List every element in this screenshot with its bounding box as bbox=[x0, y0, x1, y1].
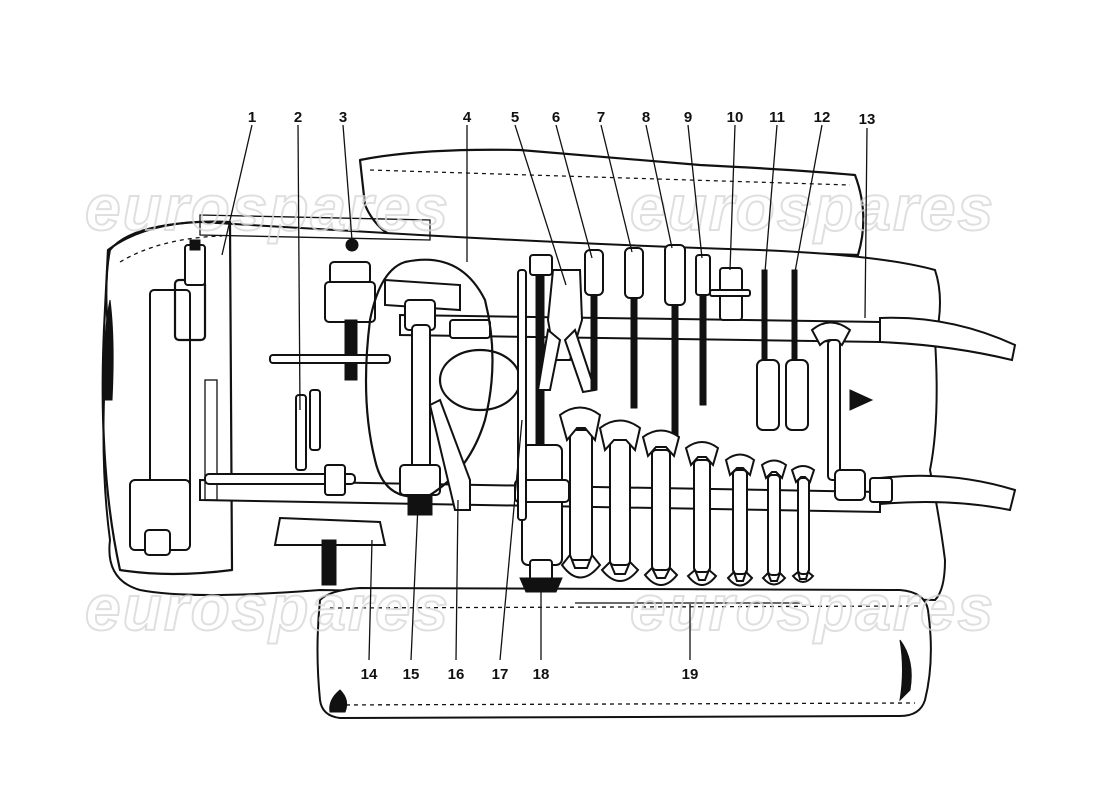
spanner-2 bbox=[598, 419, 642, 582]
callout-11: 11 bbox=[769, 109, 785, 126]
callout-3: 3 bbox=[339, 109, 347, 126]
spanner-7 bbox=[790, 465, 816, 583]
callout-5: 5 bbox=[511, 109, 519, 126]
leader-6 bbox=[555, 124, 593, 259]
spanner-6 bbox=[760, 459, 788, 586]
spanner-3 bbox=[641, 429, 681, 586]
callout-12: 12 bbox=[814, 109, 831, 126]
wheel-brace bbox=[810, 321, 874, 501]
spanner-5 bbox=[724, 453, 756, 587]
watermark-text-bottom-right: eurospares bbox=[630, 572, 995, 644]
leader-13 bbox=[864, 127, 868, 319]
extension-rod bbox=[517, 269, 527, 521]
callout-9: 9 bbox=[684, 109, 692, 126]
callout-labels: 1 2 3 4 5 6 7 8 9 10 11 12 13 14 15 16 1… bbox=[248, 109, 876, 683]
leader-7 bbox=[600, 124, 633, 253]
callout-18: 18 bbox=[533, 666, 550, 683]
pliers bbox=[536, 269, 597, 394]
callout-6: 6 bbox=[552, 109, 560, 126]
callout-8: 8 bbox=[642, 109, 650, 126]
probe-tool bbox=[695, 254, 711, 406]
watermark-text-top-left: eurospares bbox=[85, 172, 450, 244]
callout-13: 13 bbox=[859, 111, 876, 128]
callout-10: 10 bbox=[727, 109, 744, 126]
callout-19: 19 bbox=[682, 666, 699, 683]
leader-2 bbox=[297, 124, 301, 411]
leader-1 bbox=[221, 124, 253, 256]
callout-17: 17 bbox=[492, 666, 509, 683]
callout-16: 16 bbox=[448, 666, 465, 683]
leader-15 bbox=[410, 504, 419, 661]
callout-15: 15 bbox=[403, 666, 420, 683]
callout-14: 14 bbox=[361, 666, 378, 683]
hub-tool bbox=[204, 464, 387, 586]
small-screwdrivers bbox=[756, 269, 809, 431]
car-jack bbox=[129, 239, 218, 556]
tyre-lever bbox=[428, 398, 471, 511]
callout-7: 7 bbox=[597, 109, 605, 126]
spanner-1 bbox=[558, 406, 602, 579]
leader-3 bbox=[342, 124, 353, 241]
callout-4: 4 bbox=[463, 109, 472, 126]
leader-12 bbox=[794, 124, 823, 273]
leader-14 bbox=[368, 539, 373, 661]
leader-16 bbox=[455, 499, 459, 661]
callout-2: 2 bbox=[294, 109, 302, 126]
watermark-text-top-right: eurospares bbox=[630, 172, 995, 244]
screwdrivers bbox=[584, 244, 686, 436]
tommy-bar bbox=[295, 389, 321, 471]
callout-1: 1 bbox=[248, 109, 256, 126]
spanner-set bbox=[558, 406, 816, 604]
spanner-4 bbox=[684, 441, 720, 586]
leader-8 bbox=[645, 124, 673, 249]
leader-9 bbox=[687, 124, 703, 259]
leader-10 bbox=[729, 124, 736, 271]
spark-plug-spanner bbox=[709, 267, 751, 321]
leader-lines bbox=[221, 124, 868, 661]
leader-11 bbox=[764, 124, 778, 273]
leader-17 bbox=[499, 419, 523, 661]
watermark-text-bottom-left: eurospares bbox=[85, 572, 450, 644]
hammer-tool bbox=[384, 278, 461, 516]
leader-5 bbox=[514, 124, 567, 286]
